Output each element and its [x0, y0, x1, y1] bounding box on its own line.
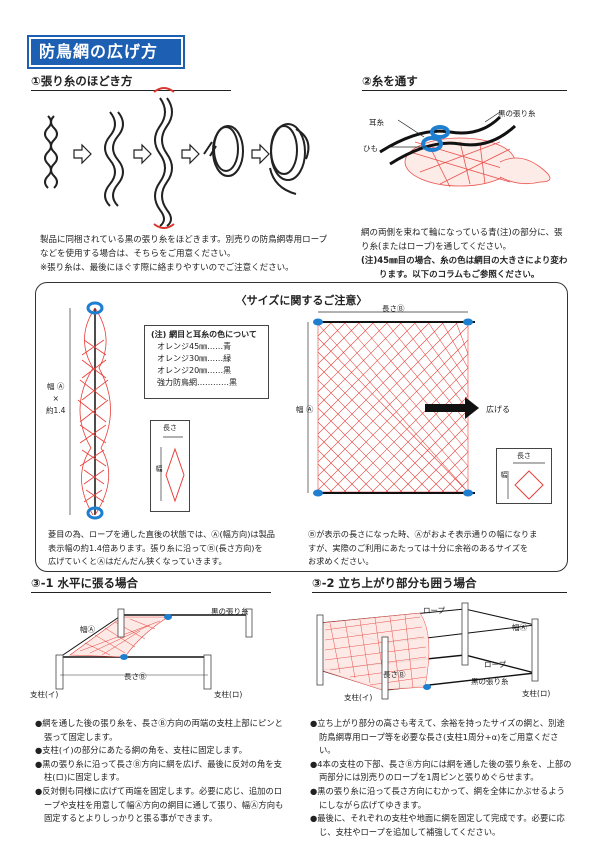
step2-string-label: ひも — [363, 144, 378, 153]
legend-row: オレンジ30㎜……緑 — [157, 354, 232, 363]
narrow-width-label: 幅 — [155, 465, 163, 472]
big-length-label: 長さⒷ — [382, 304, 405, 313]
step31-bullet: ●反対側も同様に広げて両端を固定します。必要に応じ、追加のロープや支柱を用意して… — [35, 785, 284, 824]
legend-row: オレンジ45㎜……青 — [157, 342, 232, 351]
step31-post-i-label: 支柱(イ) — [30, 690, 59, 699]
step31-bullet: ●支柱(イ)の部分にあたる網の角を、支柱に固定します。 — [35, 745, 248, 756]
step32-heading: ③-2 立ち上がり部分も囲う場合 — [312, 575, 567, 593]
page-title: 防鳥網の広げ方 — [27, 35, 185, 69]
step2-text-line2: り糸(またはロープ)を通してください。 — [361, 242, 512, 252]
width-label-1: 幅 Ⓐ — [47, 382, 65, 391]
step2-heading: ②糸を通す — [362, 73, 567, 91]
big-width-label: 幅 Ⓐ — [296, 405, 314, 414]
step32-bullet: ●4本の支柱の下部、長さⒷ方向には網を通した後の張り糸を、上部の両部分には別売り… — [310, 758, 572, 783]
step31-black-line-label: 黒の張り糸 — [211, 607, 249, 616]
step31-bullet: ●網を通した後の張り糸を、長さⒷ方向の両端の支柱上部にピンと張って固定します。 — [35, 718, 283, 742]
horizontal-net-diagram — [55, 608, 253, 690]
enclosure-net-diagram — [316, 602, 539, 700]
mesh-shape-wide: 長さ 幅 — [496, 448, 552, 504]
step32-bullets: ●立ち上がり部分の高さも考えて、余裕を持ったサイズの網と、別途防鳥網専用ロープ等… — [310, 717, 572, 839]
step32-bullet: ●黒の張り糸に沿って長さ方向にむかって、網を全体にかぶせるようにしながら広げてゆ… — [310, 785, 565, 810]
step32-post-ro-label: 支柱(ロ) — [522, 689, 551, 698]
size-right-text-1: Ⓑが表示の長さになった時、Ⓐがおよそ表示通りの幅になりま — [308, 529, 538, 539]
wide-length-label: 長さ — [517, 452, 531, 460]
step32-black-line-label: 黒の張り糸 — [471, 677, 509, 686]
step1-heading: ①張り糸のほどき方 — [31, 73, 231, 91]
size-notice-title: 〈サイズに関するご注意〉 — [235, 294, 368, 307]
step31-bullet: ●黒の張り糸に沿って長さⒷ方向に網を広げ、最後に反対の角を支柱(ロ)に固定します… — [35, 758, 282, 783]
size-left-text-3: 広げていくとⒶはだんだん狭くなっていきます。 — [48, 556, 227, 566]
step1-text-line3: ※張り糸は、最後にほぐす際に絡まりやすいのでご注意ください。 — [40, 263, 294, 273]
step32-post-i-label: 支柱(イ) — [344, 693, 373, 702]
step2-text-line1: 網の両側を束ねて輪になっている青(注)の部分に、張 — [361, 228, 563, 238]
step1-text-line1: 製品に同梱されている黒の張り糸をほどきます。別売りの防鳥網専用ロープ — [40, 235, 328, 245]
step32-rope2-label: ロープ — [484, 660, 507, 669]
step2-note-line1: (注)45㎜目の場合、糸の色は網目の大きさにより変わ — [361, 256, 568, 266]
step31-length-label: 長さⒷ — [124, 672, 147, 681]
size-left-text-2: 表示幅の約1.4倍あります。張り糸に沿ってⒷ(長さ方向)を — [48, 542, 263, 553]
step31-heading: ③-1 水平に張る場合 — [31, 575, 271, 593]
step32-rope-label: ロープ — [423, 606, 446, 615]
size-right-text-2: すが、実際のご利用にあたっては十分に余裕のあるサイズを — [308, 542, 529, 553]
width-label-3: 約1.4 — [46, 406, 66, 415]
step2-ear-label: 耳糸 — [369, 118, 384, 127]
untwist-diagram — [44, 87, 310, 229]
size-notice-panel — [35, 282, 568, 572]
legend-title: (注) 網目と耳糸の色について — [151, 330, 257, 339]
mesh-shape-narrow: 長さ 幅 — [150, 420, 190, 512]
step1-text-line2: などを使用する場合は、そちらをご用意ください。 — [40, 249, 236, 259]
step31-post-ro-label: 支柱(ロ) — [214, 690, 243, 699]
step31-bullets: ●網を通した後の張り糸を、長さⒷ方向の両端の支柱上部にピンと張って固定します。 … — [35, 717, 290, 826]
step32-bullet: ●最後に、それぞれの支柱や地面に網を固定して完成です。必要に応じ、支柱やロープを… — [310, 813, 565, 837]
width-label-2: × — [52, 394, 59, 403]
hanging-net-diagram — [69, 301, 111, 520]
legend-row: 強力防鳥網…………黒 — [157, 378, 237, 387]
spread-net-diagram — [307, 311, 479, 497]
threading-diagram — [379, 111, 551, 188]
step2-note-line2: ります。以下のコラムもご参照ください。 — [379, 270, 540, 280]
mesh-color-legend: (注) 網目と耳糸の色について オレンジ45㎜……青 オレンジ30㎜……緑 オレ… — [144, 325, 269, 399]
step32-width-label: 幅Ⓐ — [512, 623, 527, 632]
legend-row: オレンジ20㎜……黒 — [157, 366, 232, 375]
spread-label: 広げる — [486, 405, 510, 414]
size-left-text-1: 菱目の為、ロープを通した直後の状態では、Ⓐ(幅方向)は製品 — [48, 529, 275, 539]
narrow-length-label: 長さ — [163, 424, 177, 432]
step2-black-line-label: 黒の張り糸 — [498, 109, 536, 118]
step32-bullet: ●立ち上がり部分の高さも考えて、余裕を持ったサイズの網と、別途防鳥網専用ロープ等… — [310, 718, 565, 756]
size-right-text-3: お求めください。 — [308, 556, 374, 566]
step31-width-label: 幅Ⓐ — [80, 625, 95, 634]
wide-width-label: 幅 — [500, 471, 508, 478]
step32-length-label: 長さⒷ — [383, 670, 406, 679]
